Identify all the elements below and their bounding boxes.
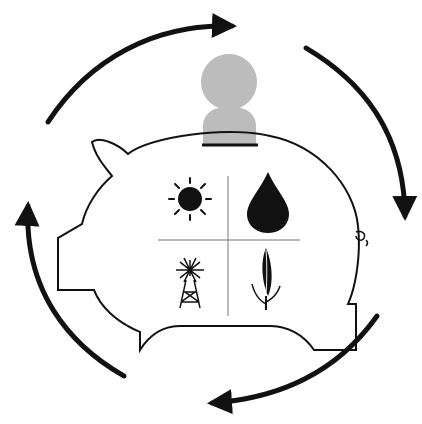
piggy-bank-icon — [58, 132, 359, 350]
water-drop-icon — [247, 172, 289, 233]
windmill-icon — [176, 258, 204, 308]
person-icon — [201, 54, 257, 144]
arrow-bottom-left — [212, 316, 377, 403]
sun-icon — [169, 178, 211, 220]
plant-icon — [252, 248, 280, 310]
arrow-right-down — [306, 48, 405, 216]
